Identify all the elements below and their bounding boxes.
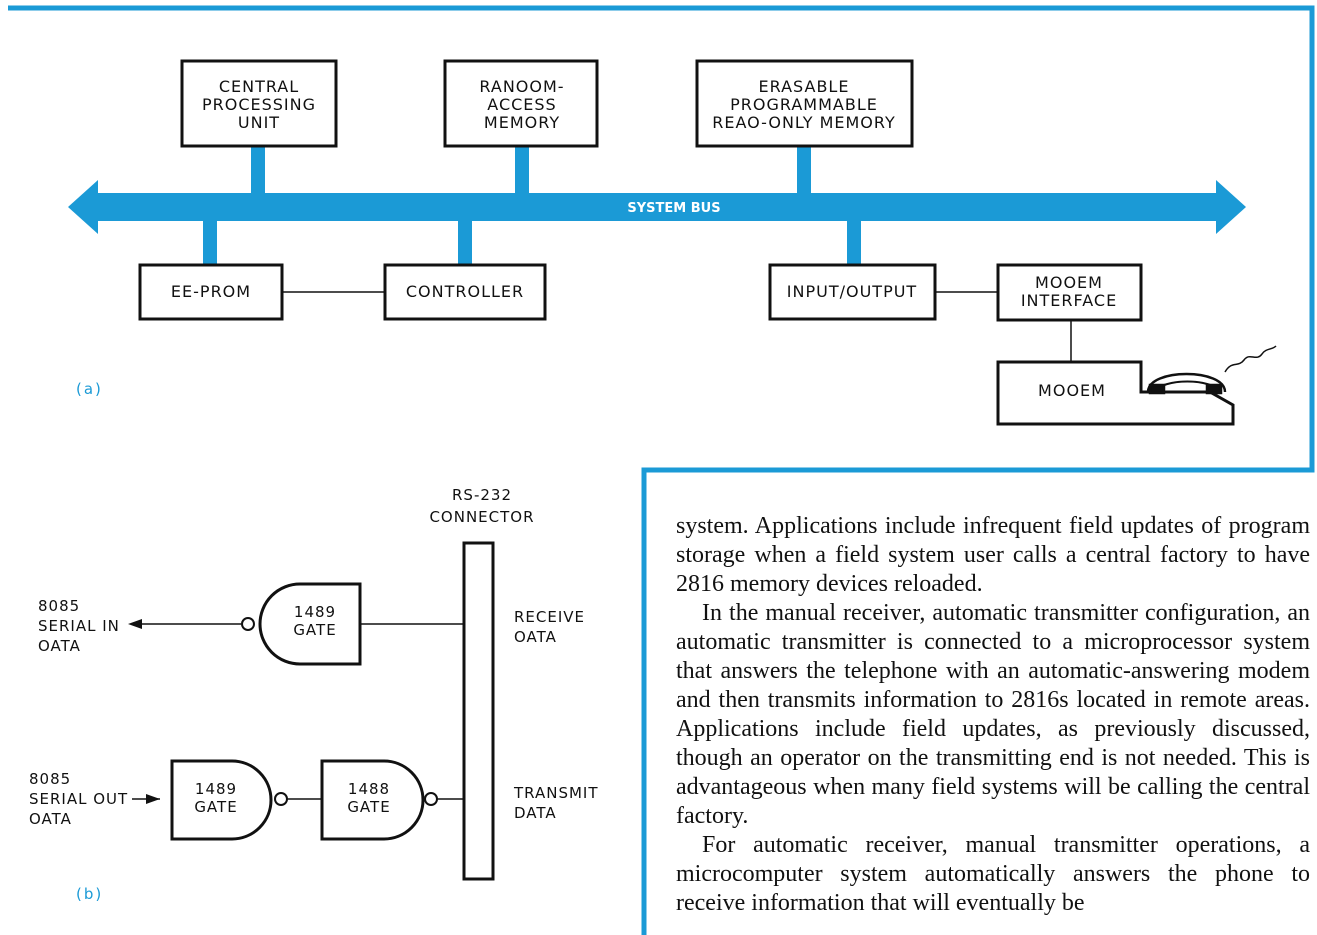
svg-text:RANOOM-: RANOOM- — [479, 77, 564, 96]
article-paragraph: For automatic receiver, manual transmitt… — [676, 832, 1310, 916]
peripheral-links — [282, 291, 1072, 362]
svg-text:ACCESS: ACCESS — [487, 95, 556, 114]
receive-data-label: RECEIVE OATA — [514, 608, 585, 646]
svg-text:MOOEM: MOOEM — [1038, 381, 1106, 400]
svg-text:ERASABLE: ERASABLE — [759, 77, 850, 96]
svg-text:PROCESSING: PROCESSING — [202, 95, 316, 114]
svg-text:TRANSMIT: TRANSMIT — [513, 784, 599, 802]
svg-text:CONTROLLER: CONTROLLER — [406, 282, 524, 301]
svg-text:1489: 1489 — [195, 780, 237, 798]
svg-text:CENTRAL: CENTRAL — [219, 77, 299, 96]
svg-text:1488: 1488 — [348, 780, 390, 798]
controller-block: CONTROLLER — [383, 263, 547, 321]
modem-interface-block: MOOEM INTERFACE — [996, 263, 1143, 322]
article-text: system. Applications include infrequent … — [676, 512, 1310, 935]
figure-frame — [8, 5, 1315, 935]
serial-in-label: 8085 SERIAL IN OATA — [38, 597, 120, 655]
system-bus — [68, 180, 1246, 234]
receive-path — [128, 619, 464, 629]
svg-text:8085: 8085 — [38, 597, 80, 615]
eprom-block: ERASABLE PROGRAMMABLE REAO-ONLY MEMORY — [695, 59, 914, 148]
svg-text:MOOEM: MOOEM — [1035, 273, 1103, 292]
eeprom-block: EE-PROM — [138, 263, 284, 321]
gate-1489-transmit: 1489 GATE — [170, 759, 288, 841]
ram-block: RANOOM- ACCESS MEMORY — [443, 59, 599, 148]
svg-text:MEMORY: MEMORY — [484, 113, 560, 132]
io-block: INPUT/OUTPUT — [768, 263, 937, 321]
system-bus-label: SYSTEM BUS — [627, 201, 720, 216]
gate-1489-receive: 1489 GATE — [241, 582, 362, 666]
svg-text:GATE: GATE — [347, 798, 390, 816]
figure-b-caption: (b) — [76, 885, 103, 903]
svg-text:DATA: DATA — [514, 804, 557, 822]
svg-text:SERIAL OUT: SERIAL OUT — [29, 790, 128, 808]
transmit-path — [132, 794, 464, 804]
svg-text:1489: 1489 — [294, 603, 336, 621]
svg-text:8085: 8085 — [29, 770, 71, 788]
modem-block: MOOEM — [996, 360, 1235, 426]
svg-text:OATA: OATA — [29, 810, 72, 828]
svg-text:OATA: OATA — [514, 628, 557, 646]
svg-text:SERIAL IN: SERIAL IN — [38, 617, 120, 635]
cpu-block: CENTRAL PROCESSING UNIT — [180, 59, 338, 148]
connector-label-line2: CONNECTOR — [429, 508, 534, 526]
article-paragraph: system. Applications include infrequent … — [676, 513, 1310, 597]
svg-text:EE-PROM: EE-PROM — [171, 282, 251, 301]
svg-text:OATA: OATA — [38, 637, 81, 655]
svg-text:INTERFACE: INTERFACE — [1021, 291, 1117, 310]
figure-a-caption: (a) — [76, 380, 103, 398]
rs232-connector — [462, 541, 495, 881]
serial-out-label: 8085 SERIAL OUT OATA — [29, 770, 128, 828]
connector-label-line1: RS-232 — [452, 486, 512, 504]
svg-text:RECEIVE: RECEIVE — [514, 608, 585, 626]
telephone-icon — [1146, 345, 1277, 395]
svg-text:INPUT/OUTPUT: INPUT/OUTPUT — [787, 282, 917, 301]
svg-text:PROGRAMMABLE: PROGRAMMABLE — [730, 95, 878, 114]
svg-text:GATE: GATE — [293, 621, 336, 639]
bus-connectors — [203, 146, 861, 266]
svg-text:UNIT: UNIT — [238, 113, 280, 132]
article-paragraph: In the manual receiver, automatic transm… — [676, 600, 1310, 829]
svg-text:GATE: GATE — [194, 798, 237, 816]
gate-1488-transmit: 1488 GATE — [320, 759, 438, 841]
svg-text:REAO-ONLY MEMORY: REAO-ONLY MEMORY — [712, 113, 896, 132]
transmit-data-label: TRANSMIT DATA — [513, 784, 599, 822]
